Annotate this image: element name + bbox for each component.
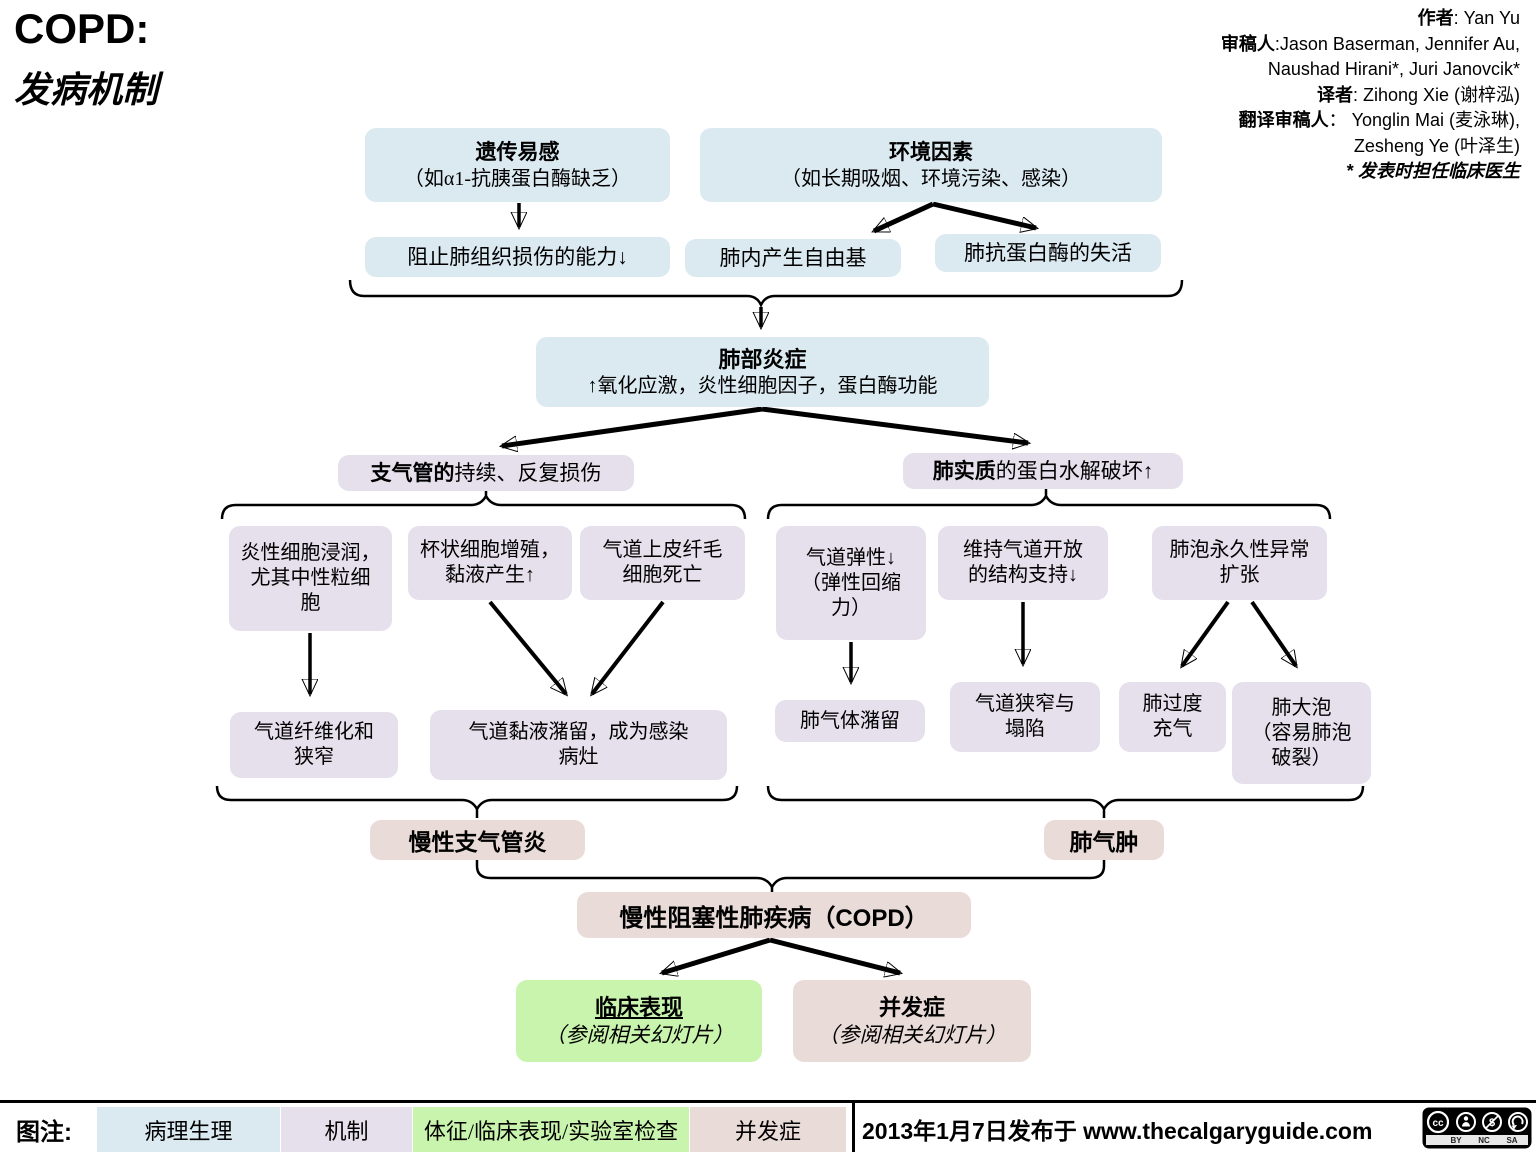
arrow-environment-to-free-radicals xyxy=(874,201,935,234)
credits-translator: 译者: Zihong Xie (谢梓泓) xyxy=(1316,84,1520,105)
cc-by-label: BY xyxy=(1450,1136,1462,1145)
box-genetic-susceptibility: 遗传易感 （如α1-抗胰蛋白酶缺乏） xyxy=(365,128,670,202)
legend-item-mechanism: 机制 xyxy=(281,1107,412,1152)
credits-reviewers-2: Naushad Hirani*, Juri Janovcik* xyxy=(1267,59,1520,79)
arrow-environment-to-antiprotease xyxy=(932,201,1036,228)
box-subtitle: （如长期吸烟、环境污染、感染） xyxy=(781,167,1081,190)
arrow-alveolar-to-hyperinflation xyxy=(1182,600,1230,666)
brace-chronic-bronchitis xyxy=(215,785,739,818)
publication-info: 2013年1月7日发布于 www.thecalgaryguide.com xyxy=(862,1118,1373,1144)
box-alveolar-dilation: 肺泡永久性异常 扩张 xyxy=(1152,526,1327,600)
svg-text:cc: cc xyxy=(1432,1118,1444,1129)
box-mucus-retention: 气道黏液潴留，成为感染 病灶 xyxy=(430,710,727,780)
box-cilia-cell-death: 气道上皮纤毛 细胞死亡 xyxy=(580,526,745,600)
credits-reviewers: 审稿人:Jason Baserman, Jennifer Au, xyxy=(1220,33,1520,54)
box-free-radicals: 肺内产生自由基 xyxy=(685,239,901,277)
box-subtitle: ↑氧化应激，炎性细胞因子，蛋白酶功能 xyxy=(587,374,938,397)
cc-sa-label: SA xyxy=(1506,1136,1517,1145)
footer-vertical-divider xyxy=(852,1103,855,1152)
box-hyperinflation: 肺过度 充气 xyxy=(1119,682,1226,752)
credits-note: * 发表时担任临床医生 xyxy=(1345,161,1520,181)
box-chronic-bronchitis: 慢性支气管炎 xyxy=(370,820,585,860)
box-structural-support: 维持气道开放 的结构支持↓ xyxy=(938,526,1108,600)
legend-item-pathophysiology: 病理生理 xyxy=(97,1107,280,1152)
box-title: 环境因素 xyxy=(889,140,973,164)
legend-item-signs-clinical-lab: 体征/临床表现/实验室检查 xyxy=(413,1107,689,1152)
box-title: 遗传易感 xyxy=(475,140,560,164)
page-title-main: COPD: xyxy=(14,5,150,52)
box-goblet-hyperplasia: 杯状细胞增殖， 黏液产生↑ xyxy=(408,526,572,600)
credits-translation-reviewers: 翻译审稿人： Yonglin Mai (麦泳琳), xyxy=(1238,110,1520,130)
box-lung-inflammation: 肺部炎症 ↑氧化应激，炎性细胞因子，蛋白酶功能 xyxy=(536,337,989,407)
cc-nc-label: NC xyxy=(1478,1136,1490,1145)
box-airway-fibrosis: 气道纤维化和 狭窄 xyxy=(230,712,398,778)
box-inflammatory-infiltration: 炎性细胞浸润， 尤其中性粒细 胞 xyxy=(229,526,392,631)
box-prevent-lung-damage: 阻止肺组织损伤的能力↓ xyxy=(365,237,670,277)
brace-bronchi-children xyxy=(220,491,747,520)
arrow-inflammation-to-bronchi xyxy=(502,406,763,446)
legend-item-complications: 并发症 xyxy=(690,1107,846,1152)
box-copd: 慢性阻塞性肺疾病（COPD） xyxy=(577,892,971,938)
box-title: 并发症 xyxy=(878,994,945,1020)
footer-divider-line xyxy=(0,1100,1536,1103)
box-emphysema: 肺气肿 xyxy=(1044,820,1164,860)
box-bronchi-damage: 支气管的持续、反复损伤 xyxy=(338,455,634,491)
box-subtitle: （参阅相关幻灯片） xyxy=(817,1022,1007,1047)
box-title: 临床表现 xyxy=(594,994,683,1020)
arrow-copd-to-clinical xyxy=(662,937,771,973)
arrow-inflammation-to-parenchyma xyxy=(761,406,1028,443)
arrow-alveolar-to-bullae xyxy=(1250,600,1296,666)
box-title: 肺部炎症 xyxy=(718,346,807,372)
box-air-trapping: 肺气体潴留 xyxy=(775,700,925,742)
cc-by-nc-sa-icon: cc $ BY NC SA xyxy=(1422,1107,1532,1149)
box-antiprotease-inactivation: 肺抗蛋白酶的失活 xyxy=(935,234,1161,272)
cc-license-badge: cc $ BY NC SA xyxy=(1422,1107,1532,1154)
arrow-copd-to-complications xyxy=(769,937,900,973)
box-clinical-manifestations: 临床表现 （参阅相关幻灯片） xyxy=(516,980,762,1062)
box-airway-collapse: 气道狭窄与 塌陷 xyxy=(950,682,1100,752)
page-title-sub: 发病机制 xyxy=(14,69,159,110)
legend-label: 图注: xyxy=(16,1119,72,1146)
brace-emphysema xyxy=(766,785,1365,818)
page-title: COPD: 发病机制 xyxy=(14,6,158,112)
arrow-cilia-to-mucus xyxy=(592,600,665,694)
box-subtitle: （参阅相关幻灯片） xyxy=(544,1022,734,1047)
brace-parenchyma-children xyxy=(766,489,1332,520)
brace-to-copd xyxy=(475,860,1106,892)
box-subtitle: （如α1-抗胰蛋白酶缺乏） xyxy=(403,167,632,190)
box-parenchyma-proteolysis: 肺实质的蛋白水解破坏↑ xyxy=(903,453,1183,489)
credits-author: 作者: Yan Yu xyxy=(1417,8,1520,28)
box-complications: 并发症 （参阅相关幻灯片） xyxy=(793,980,1031,1062)
box-bullae: 肺大泡 （容易肺泡 破裂） xyxy=(1232,682,1371,784)
box-environmental-factors: 环境因素 （如长期吸烟、环境污染、感染） xyxy=(700,128,1162,202)
arrow-goblet-to-mucus xyxy=(488,600,566,694)
credits-block: 作者: Yan Yu 审稿人:Jason Baserman, Jennifer … xyxy=(1221,6,1520,185)
brace-top-row xyxy=(348,279,1184,309)
credits-translation-reviewers-2: Zesheng Ye (叶泽生) xyxy=(1353,135,1520,156)
box-airway-elasticity: 气道弹性↓ （弹性回缩 力） xyxy=(776,526,926,640)
